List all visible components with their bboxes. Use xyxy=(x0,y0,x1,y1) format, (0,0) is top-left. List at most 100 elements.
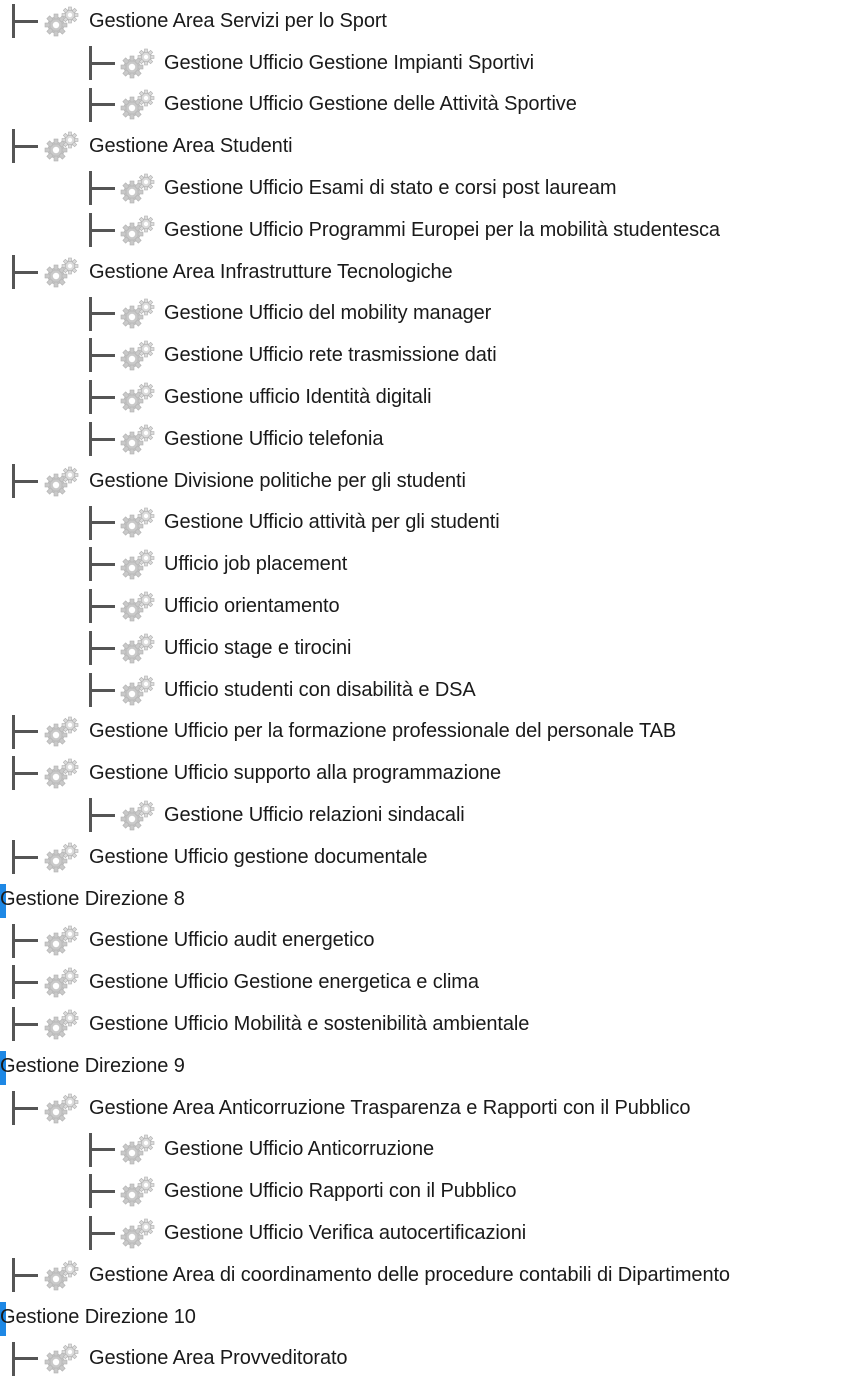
tree-node[interactable]: Gestione Area Servizi per lo Sport xyxy=(0,0,867,42)
tree-node-label: Gestione Direzione 8 xyxy=(0,887,185,910)
gears-icon xyxy=(41,464,83,498)
selection-marker xyxy=(0,1050,6,1085)
tree-connector xyxy=(89,167,117,209)
tree-node[interactable]: Gestione Ufficio per la formazione profe… xyxy=(0,711,867,753)
tree-node[interactable]: Gestione Ufficio Verifica autocertificaz… xyxy=(0,1212,867,1254)
tree-connector xyxy=(12,1338,40,1380)
tree-node[interactable]: Gestione Ufficio Gestione energetica e c… xyxy=(0,961,867,1003)
tree-node[interactable]: Gestione Ufficio Gestione Impianti Sport… xyxy=(0,42,867,84)
gears-icon xyxy=(41,1007,83,1041)
tree-connector xyxy=(89,627,117,669)
tree-node-label: Gestione Ufficio Verifica autocertificaz… xyxy=(164,1222,527,1244)
tree-node[interactable]: Gestione Ufficio audit energetico xyxy=(0,920,867,962)
tree-node[interactable]: Gestione Area di coordinamento delle pro… xyxy=(0,1254,867,1296)
tree-node[interactable]: Gestione Ufficio rete trasmissione dati xyxy=(0,334,867,376)
tree-connector xyxy=(12,752,40,794)
tree-connector xyxy=(89,669,117,711)
tree-node[interactable]: Gestione Area Provveditorato xyxy=(0,1338,867,1380)
tree-connector xyxy=(89,209,117,251)
gears-icon xyxy=(41,129,83,163)
tree-node[interactable]: Ufficio studenti con disabilità e DSA xyxy=(0,669,867,711)
tree-group-header[interactable]: Gestione Direzione 8 xyxy=(0,878,867,920)
gears-icon xyxy=(117,338,159,372)
tree-node[interactable]: Gestione Ufficio Programmi Europei per l… xyxy=(0,209,867,251)
tree-connector xyxy=(12,1087,40,1129)
tree-node-label: Gestione ufficio Identità digitali xyxy=(164,386,432,409)
tree-node-label: Gestione Divisione politiche per gli stu… xyxy=(89,469,466,492)
tree-node-label: Gestione Ufficio audit energetico xyxy=(89,929,375,952)
gears-icon xyxy=(117,798,159,832)
tree-node-label: Gestione Area di coordinamento delle pro… xyxy=(89,1263,730,1286)
tree-node-label: Gestione Ufficio Gestione delle Attività… xyxy=(164,93,577,116)
tree-node[interactable]: Gestione Ufficio del mobility manager xyxy=(0,293,867,335)
tree-connector xyxy=(89,543,117,585)
gears-icon xyxy=(41,1091,83,1125)
gears-icon xyxy=(41,714,83,748)
tree-connector xyxy=(12,1254,40,1296)
gears-icon xyxy=(117,1216,159,1250)
gears-icon xyxy=(117,673,159,707)
gears-icon xyxy=(41,965,83,999)
tree-node-label: Ufficio stage e tirocini xyxy=(164,636,352,659)
tree-connector xyxy=(89,418,117,460)
tree-node[interactable]: Gestione Divisione politiche per gli stu… xyxy=(0,460,867,502)
tree-node-label: Gestione Ufficio Rapporti con il Pubblic… xyxy=(164,1180,517,1203)
tree-node-label: Gestione Ufficio per la formazione profe… xyxy=(89,720,677,743)
tree-group-header[interactable]: Gestione Direzione 10 xyxy=(0,1296,867,1338)
gears-icon xyxy=(117,422,159,456)
tree-node-label: Gestione Ufficio del mobility manager xyxy=(164,302,492,325)
tree-connector xyxy=(89,585,117,627)
tree-node[interactable]: Gestione Ufficio Gestione delle Attività… xyxy=(0,84,867,126)
tree-node[interactable]: Gestione Ufficio telefonia xyxy=(0,418,867,460)
gears-icon xyxy=(41,923,83,957)
tree-node[interactable]: Ufficio orientamento xyxy=(0,585,867,627)
tree-connector xyxy=(12,961,40,1003)
gears-icon xyxy=(41,4,83,38)
gears-icon xyxy=(117,631,159,665)
tree-node-label: Gestione Direzione 9 xyxy=(0,1054,185,1077)
gears-icon xyxy=(41,1341,83,1375)
tree-node-label: Gestione Ufficio Programmi Europei per l… xyxy=(164,218,720,241)
tree-connector xyxy=(89,376,117,418)
tree-node-label: Ufficio orientamento xyxy=(164,595,340,618)
tree-connector xyxy=(12,1003,40,1045)
tree-connector xyxy=(12,0,40,42)
tree-connector xyxy=(89,84,117,126)
tree-node[interactable]: Gestione ufficio Identità digitali xyxy=(0,376,867,418)
tree-connector xyxy=(12,125,40,167)
tree-node[interactable]: Ufficio stage e tirocini xyxy=(0,627,867,669)
tree-node[interactable]: Gestione Ufficio attività per gli studen… xyxy=(0,502,867,544)
tree-connector xyxy=(89,794,117,836)
tree-group-header[interactable]: Gestione Direzione 9 xyxy=(0,1045,867,1087)
tree-node[interactable]: Ufficio job placement xyxy=(0,543,867,585)
tree-node[interactable]: Gestione Ufficio Esami di stato e corsi … xyxy=(0,167,867,209)
gears-icon xyxy=(117,505,159,539)
tree-node-label: Gestione Ufficio rete trasmissione dati xyxy=(164,344,497,367)
tree-node-label: Gestione Ufficio Mobilità e sostenibilit… xyxy=(89,1013,530,1036)
gears-icon xyxy=(117,1132,159,1166)
tree-node[interactable]: Gestione Area Anticorruzione Trasparenza… xyxy=(0,1087,867,1129)
tree-node[interactable]: Gestione Ufficio gestione documentale xyxy=(0,836,867,878)
tree-node[interactable]: Gestione Ufficio Anticorruzione xyxy=(0,1129,867,1171)
tree-node[interactable]: Gestione Area Infrastrutture Tecnologich… xyxy=(0,251,867,293)
tree-node[interactable]: Gestione Area Studenti xyxy=(0,125,867,167)
gears-icon xyxy=(41,840,83,874)
tree-node-label: Gestione Ufficio attività per gli studen… xyxy=(164,511,500,534)
tree-node-label: Gestione Ufficio Esami di stato e corsi … xyxy=(164,177,617,200)
gears-icon xyxy=(117,1174,159,1208)
tree-node-label: Gestione Direzione 10 xyxy=(0,1305,196,1328)
tree-node[interactable]: Gestione Ufficio supporto alla programma… xyxy=(0,752,867,794)
tree-connector xyxy=(89,334,117,376)
tree-node-label: Gestione Ufficio supporto alla programma… xyxy=(89,762,502,785)
tree-node[interactable]: Gestione Ufficio Mobilità e sostenibilit… xyxy=(0,1003,867,1045)
tree-connector xyxy=(89,1129,117,1171)
tree-node-label: Gestione Area Infrastrutture Tecnologich… xyxy=(89,260,453,283)
tree-node[interactable]: Gestione Ufficio Rapporti con il Pubblic… xyxy=(0,1170,867,1212)
tree-node[interactable]: Gestione Ufficio relazioni sindacali xyxy=(0,794,867,836)
tree-node-label: Gestione Ufficio Gestione Impianti Sport… xyxy=(164,51,534,74)
gears-icon xyxy=(117,589,159,623)
tree-node-label: Gestione Area Anticorruzione Trasparenza… xyxy=(89,1096,691,1119)
tree-connector xyxy=(12,460,40,502)
gears-icon xyxy=(117,213,159,247)
